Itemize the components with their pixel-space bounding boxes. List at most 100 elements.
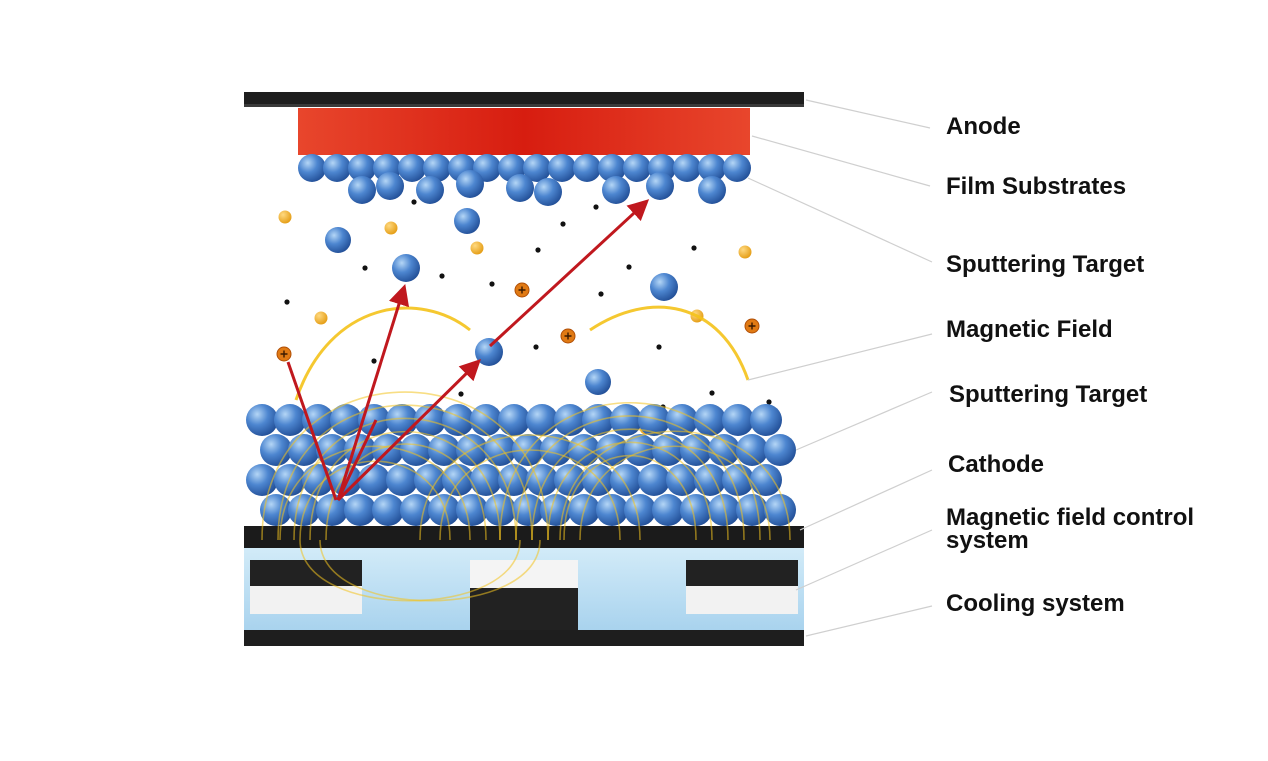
deposited-atom [423,154,451,182]
electron [593,204,599,210]
leader-line [795,391,933,451]
neutral-gas-atom [314,311,328,325]
deposited-atom [298,154,326,182]
deposited-atom [598,154,626,182]
sputtered-atom [454,208,480,234]
deposited-atom [623,154,651,182]
electron [598,291,604,297]
leader-line [805,99,931,129]
cooling-base-plate [244,630,804,646]
neutral-gas-atom [738,245,752,259]
electron [371,358,377,364]
deposited-atom [376,172,404,200]
target-atom [708,494,740,526]
target-atom [708,434,740,466]
electron [458,391,464,397]
target-atom [750,404,782,436]
field-arc [439,449,621,541]
field-arc [499,401,761,541]
sputtering-target-atoms [246,404,796,526]
deposited-atom [646,172,674,200]
deposited-atom [548,154,576,182]
deposited-atom [534,178,562,206]
field-arc [319,539,541,602]
target-atom [344,494,376,526]
target-atom [372,494,404,526]
target-atom [596,434,628,466]
electron [656,344,662,350]
field-arc [309,430,501,541]
target-atom [274,464,306,496]
deposited-atom [523,154,551,182]
target-atom [288,434,320,466]
sputtered-atom [585,369,611,395]
target-atom [260,494,292,526]
sputtered-atom [392,254,420,282]
deposited-atom [348,176,376,204]
target-atom [680,434,712,466]
target-atom [666,404,698,436]
leader-line [747,333,933,381]
deposited-atom [573,154,601,182]
ion-plus-sign [564,332,572,340]
target-atom [568,434,600,466]
deposited-atom [723,154,751,182]
target-atom [680,494,712,526]
target-atom [260,434,292,466]
sputtered-atom [325,227,351,253]
deposited-atom [698,154,726,182]
target-atom [414,404,446,436]
sputter-trajectory [336,283,410,501]
leader-line [799,469,933,531]
anode-plate-edge [244,104,804,107]
sputtering-trajectories [286,199,650,502]
electron [362,265,368,271]
label-film-substrates: Film Substrates [946,173,1127,200]
magnet-right-dark [686,560,798,586]
deposited-atom [348,154,376,182]
target-atom [442,464,474,496]
target-atom [554,464,586,496]
field-arc [419,434,641,541]
deposited-atoms [298,154,751,206]
target-atom [694,404,726,436]
label-magnetic-field-control-line1: Magnetic field control [946,504,1195,531]
target-atom [638,404,670,436]
neutral-gas-atom [470,241,484,255]
electron [626,264,632,270]
leader-line [751,135,931,187]
target-atom [736,494,768,526]
sputtered-atom [475,338,503,366]
target-atom [596,494,628,526]
deposited-atom [698,176,726,204]
field-arc [515,415,745,541]
leader-line [747,177,933,263]
field-arc [579,445,771,541]
target-atom [750,464,782,496]
field-arc-bold [294,306,471,401]
field-arc [261,391,549,541]
field-arc [279,445,471,541]
electron [691,245,697,251]
target-atom [540,434,572,466]
label-anode: Anode [946,113,1021,140]
ion-impact-trajectory [286,361,338,501]
deposited-atom [416,176,444,204]
target-atom [400,494,432,526]
target-atom [330,404,362,436]
target-atom [526,404,558,436]
target-atom [652,494,684,526]
ion-plus-sign [518,286,526,294]
electron [411,199,417,205]
magnetic-field-lines [261,305,791,602]
neutral-gas-atom [384,221,398,235]
electron [533,344,539,350]
target-atom [610,464,642,496]
label-magnetic-field-control-line2: system [946,527,1029,554]
field-arc [277,404,533,541]
label-sputtering-target-top: Sputtering Target [946,251,1145,278]
target-atom [610,404,642,436]
magnet-left-light [250,586,362,614]
deposited-atom [456,170,484,198]
